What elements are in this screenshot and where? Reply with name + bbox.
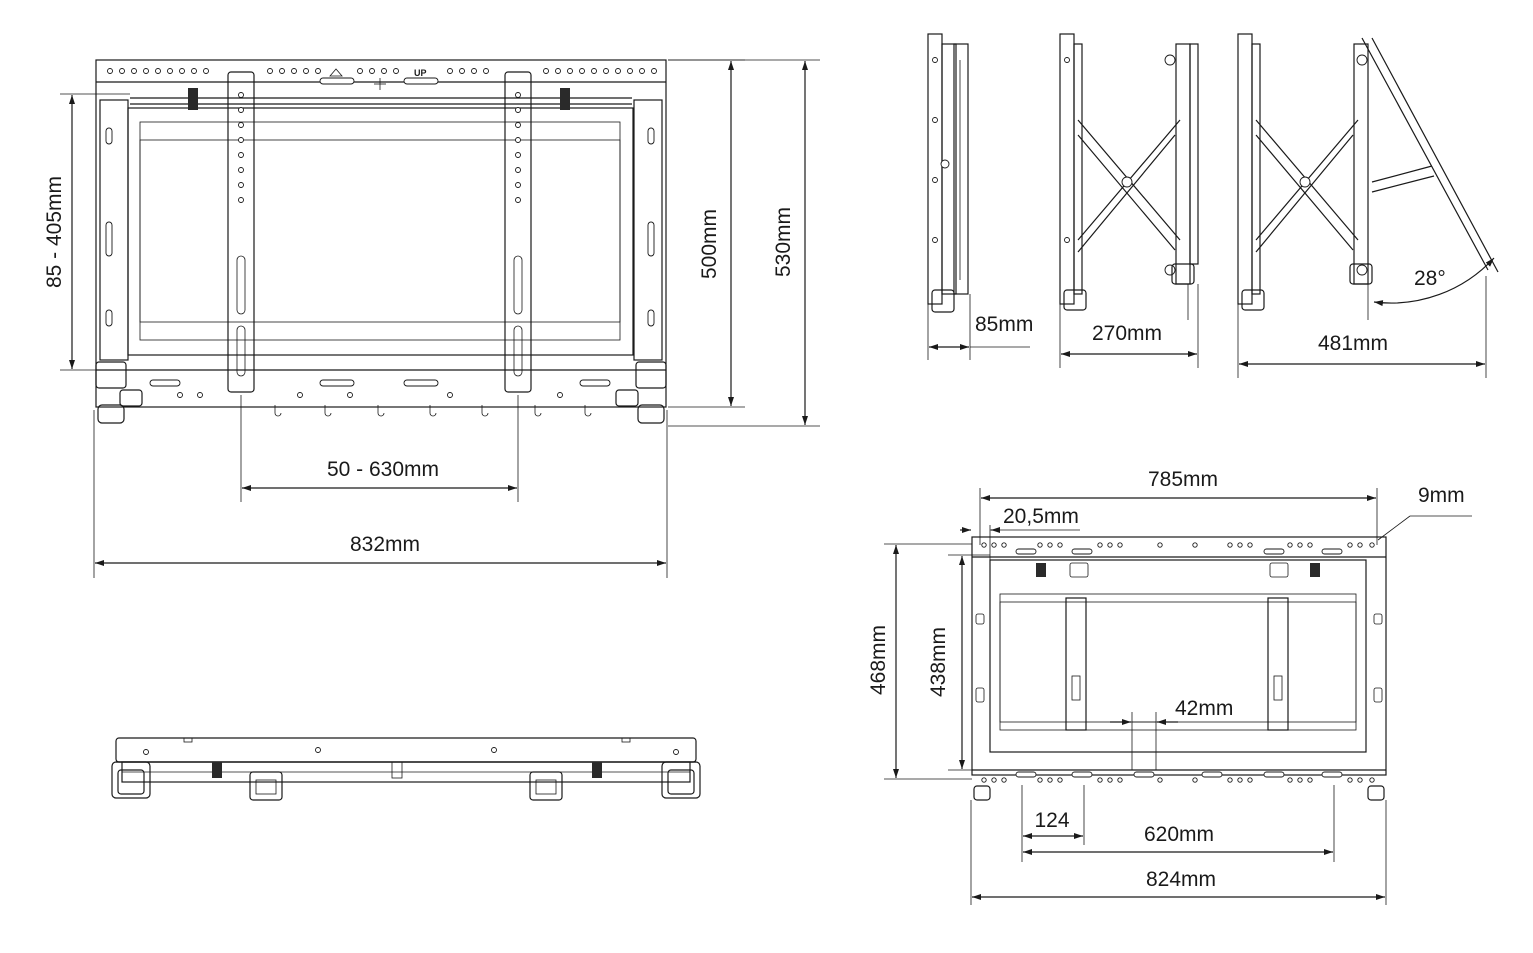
inner-height-label: 500mm (698, 209, 721, 279)
side-view-extended: 270mm (1059, 33, 1199, 368)
outer-height-label: 530mm (772, 207, 795, 277)
rear-bottom-hole-row (981, 771, 1375, 783)
corner-label: 9mm (1418, 484, 1465, 507)
right-mounting-arm (504, 71, 532, 393)
top-hole-row (107, 68, 657, 85)
bottom-width-label: 824mm (1146, 868, 1216, 891)
rear-inner-height-label: 438mm (927, 627, 950, 697)
front-view-dimensions: 85 - 405mm 500mm 530mm 50 - 630mm 832mm (43, 59, 820, 578)
front-view: UP (95, 59, 667, 424)
left-offset-label: 124 (1034, 809, 1069, 832)
extended-depth-label: 270mm (1092, 322, 1162, 345)
rear-view-dimensions: 785mm 20,5mm 9mm 468mm 438mm 42mm 124 (867, 468, 1472, 905)
rear-top-hole-row (981, 542, 1375, 555)
rear-outer-height-label: 468mm (867, 625, 890, 695)
top-width-label: 785mm (1148, 468, 1218, 491)
side-view-retracted: 85mm (927, 33, 1033, 360)
rail-gap-label: 42mm (1175, 697, 1233, 720)
tilt-angle-label: 28° (1414, 267, 1446, 290)
hole-spacing-label: 620mm (1144, 823, 1214, 846)
width-label: 832mm (350, 533, 420, 556)
bottom-view (111, 737, 701, 801)
rear-view (971, 536, 1387, 801)
left-mounting-arm (227, 71, 255, 393)
offset-label: 20,5mm (1003, 505, 1079, 528)
side-view-tilted: 28° 481mm (1237, 33, 1499, 378)
tilted-depth-label: 481mm (1318, 332, 1388, 355)
height-range-label: 85 - 405mm (43, 176, 66, 288)
up-marker: UP (414, 68, 427, 78)
retracted-depth-label: 85mm (975, 313, 1033, 336)
spacing-label: 50 - 630mm (327, 458, 439, 481)
